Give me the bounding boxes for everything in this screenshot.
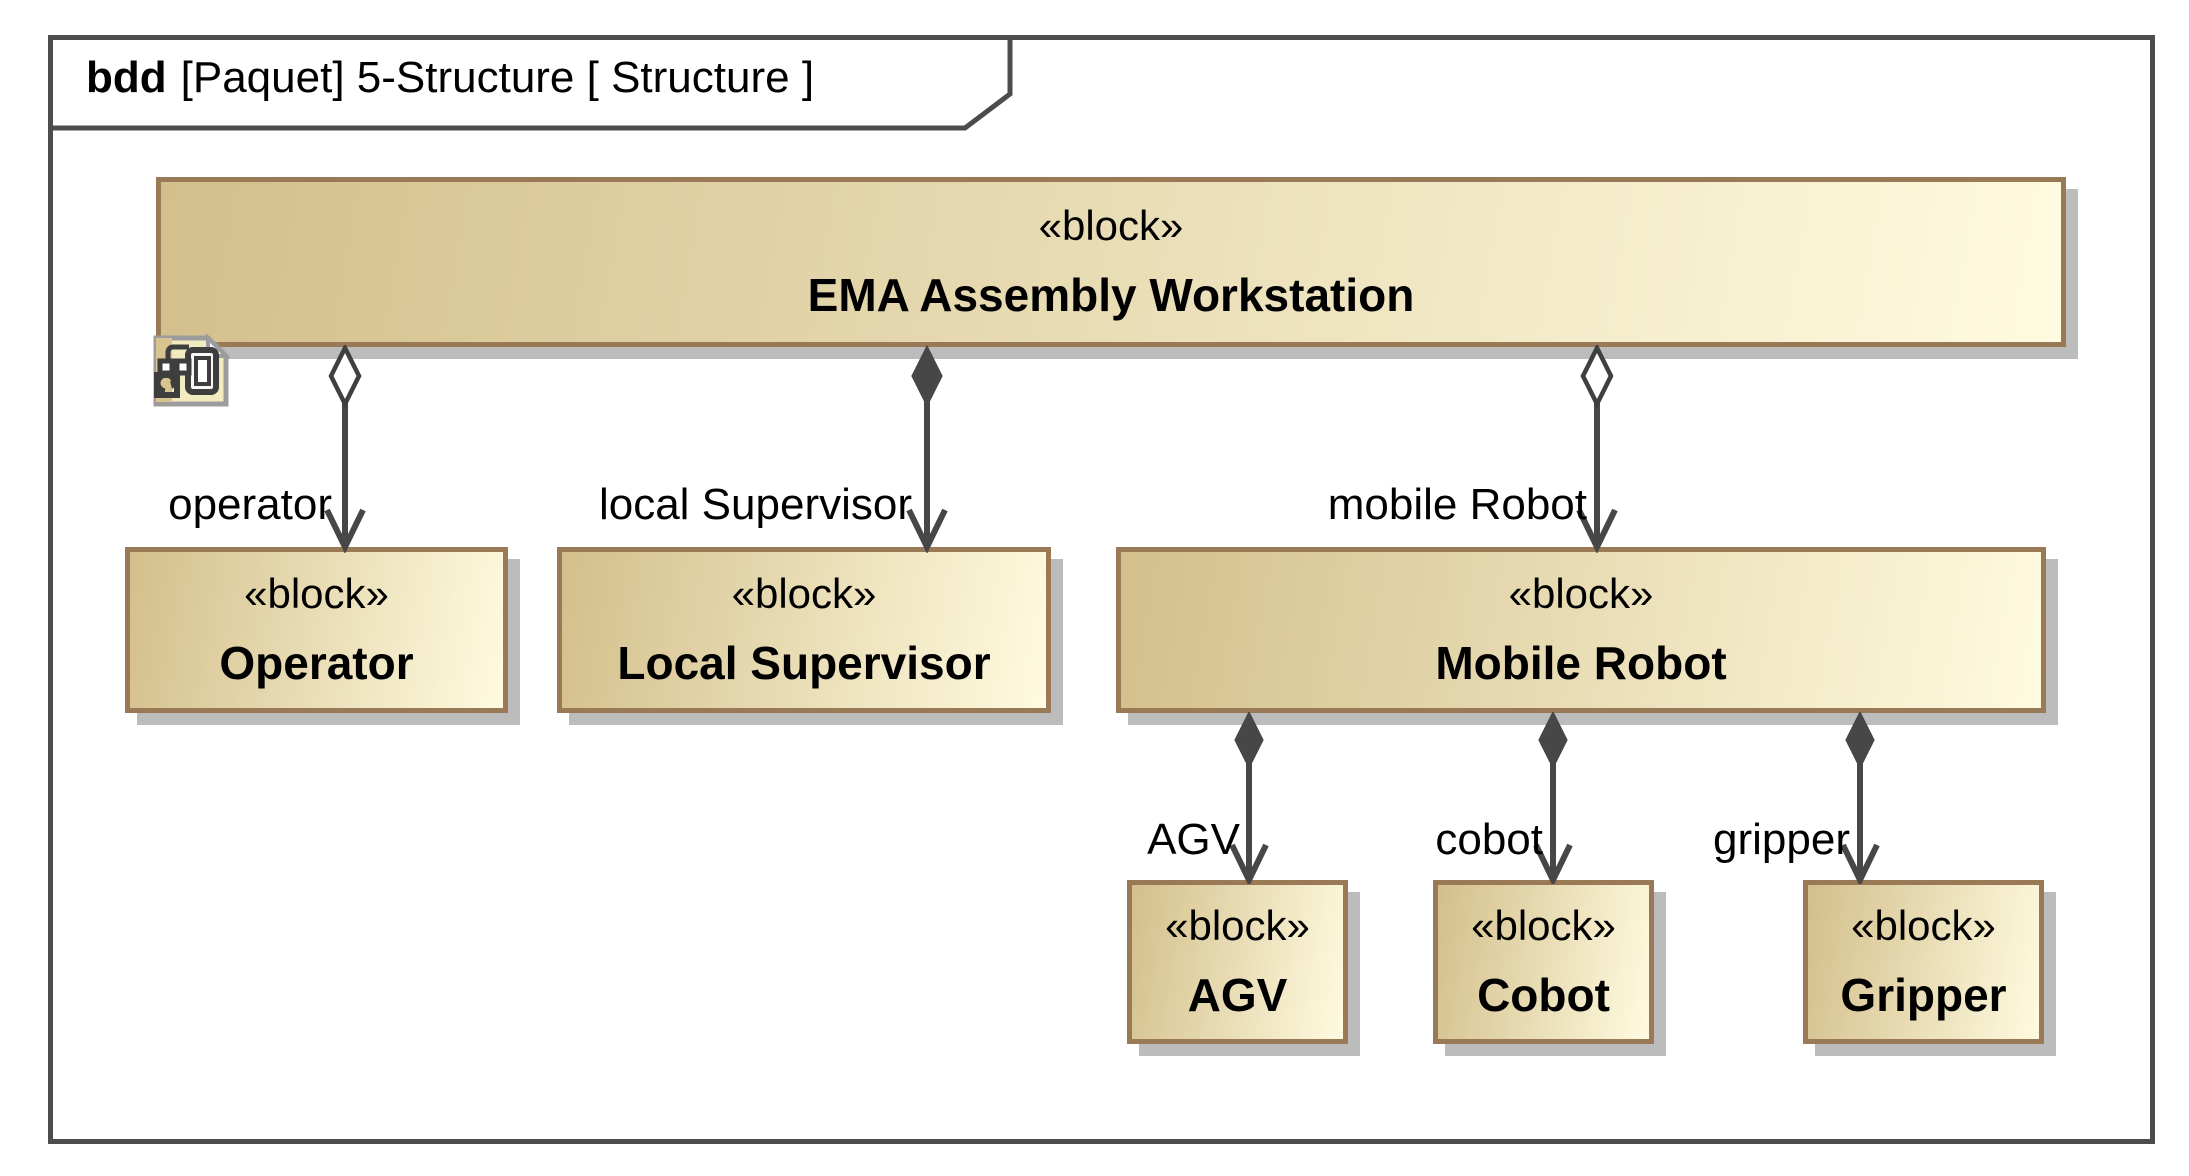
block-stereotype: «block»: [244, 570, 389, 617]
composition-diamond-icon: [911, 345, 943, 408]
connector-mobile-robot[interactable]: [1565, 345, 1629, 553]
block-agv[interactable]: «block» AGV: [1127, 880, 1348, 1044]
connector-operator[interactable]: [313, 345, 377, 553]
open-arrowhead-icon: [1533, 843, 1573, 884]
icon-elbow-line: [165, 344, 189, 360]
block-stereotype: «block»: [1038, 202, 1184, 249]
block-stereotype: «block»: [1508, 570, 1654, 617]
block-name: Operator: [219, 637, 414, 689]
icon-small-square-right: [174, 358, 192, 376]
aggregation-diamond-icon: [1580, 345, 1614, 410]
edge-label-agv[interactable]: AGV: [1147, 815, 1240, 864]
block-stereotype: «block»: [731, 570, 877, 617]
edge-label-mobile-robot[interactable]: mobile Robot: [1327, 480, 1587, 529]
diagram-title: bdd [Paquet] 5-Structure [ Structure ]: [86, 50, 986, 106]
bdd-diagram-icon[interactable]: [148, 324, 240, 408]
connector-gripper[interactable]: [1828, 712, 1892, 884]
composition-diamond-icon: [1234, 712, 1264, 770]
block-gripper[interactable]: «block» Gripper: [1803, 880, 2044, 1044]
composition-diamond-icon: [1538, 712, 1568, 770]
open-arrowhead-icon: [1229, 843, 1269, 884]
open-arrowhead-icon: [906, 508, 948, 553]
connector-local-supervisor[interactable]: [895, 345, 959, 553]
icon-curved-arrowhead: [170, 381, 178, 389]
block-stereotype: «block»: [1165, 902, 1310, 949]
open-arrowhead-icon: [1840, 843, 1880, 884]
icon-inner-rect: [194, 356, 211, 386]
open-arrowhead-icon: [1576, 508, 1618, 553]
open-arrowhead-icon: [324, 508, 366, 553]
edge-label-operator[interactable]: operator: [168, 480, 332, 529]
block-mobile-robot[interactable]: «block» Mobile Robot: [1116, 547, 2046, 713]
block-ema-assembly-workstation[interactable]: «block» EMA Assembly Workstation: [156, 177, 2066, 347]
edge-label-gripper[interactable]: gripper: [1713, 815, 1850, 864]
edge-label-local-supervisor[interactable]: local Supervisor: [598, 480, 912, 529]
icon-curved-arrow: [155, 372, 177, 394]
block-operator[interactable]: «block» Operator: [125, 547, 508, 713]
aggregation-diamond-icon: [328, 345, 362, 410]
block-cobot[interactable]: «block» Cobot: [1433, 880, 1654, 1044]
frame-name-tab: [48, 35, 1013, 131]
diagram-title-text: [Paquet] 5-Structure [ Structure ]: [180, 53, 815, 102]
block-stereotype: «block»: [1851, 902, 1996, 949]
block-name: EMA Assembly Workstation: [807, 269, 1415, 321]
block-name: AGV: [1187, 969, 1288, 1021]
composition-diamond-icon: [1845, 712, 1875, 770]
connector-cobot[interactable]: [1521, 712, 1585, 884]
block-local-supervisor[interactable]: «block» Local Supervisor: [557, 547, 1051, 713]
block-stereotype: «block»: [1471, 902, 1616, 949]
diagram-kind-keyword: bdd: [86, 53, 167, 102]
block-name: Gripper: [1840, 969, 2007, 1021]
icon-small-square-left: [157, 358, 175, 376]
block-name: Local Supervisor: [617, 637, 991, 689]
tab-shape: [48, 35, 1013, 131]
block-name: Mobile Robot: [1435, 637, 1727, 689]
connector-agv[interactable]: [1217, 712, 1281, 884]
edge-label-cobot[interactable]: cobot: [1435, 815, 1543, 864]
block-name: Cobot: [1477, 969, 1610, 1021]
